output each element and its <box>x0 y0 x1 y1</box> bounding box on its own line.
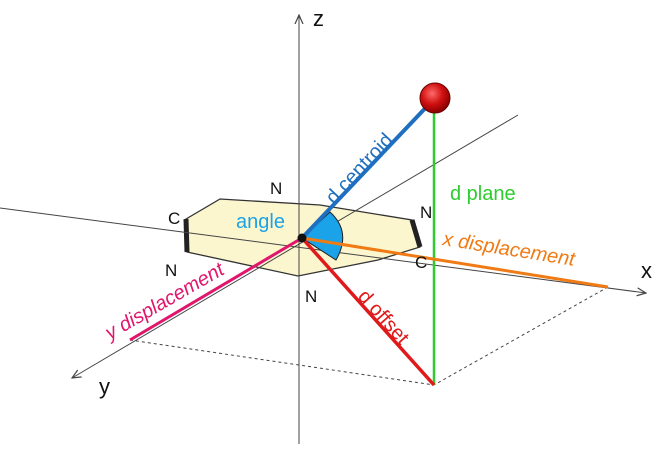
y-axis-label: y <box>99 374 110 399</box>
x-displacement-line <box>301 236 609 289</box>
ring-edge-right <box>409 219 423 248</box>
d-plane-label: d plane <box>450 183 516 205</box>
d-offset-line <box>300 236 436 387</box>
ring-centroid-dot <box>297 233 307 243</box>
ring-atom-c-left: C <box>168 209 180 228</box>
ring-atom-n-top: N <box>270 179 282 198</box>
z-axis-label: z <box>313 6 324 31</box>
y-displacement-line <box>129 236 303 342</box>
angle-label: angle <box>236 211 285 233</box>
y-axis <box>72 114 519 378</box>
x-axis-label: x <box>641 258 652 283</box>
d-offset-label: d offset <box>353 286 413 350</box>
ring-atom-n-left: N <box>165 261 177 280</box>
d-centroid-line <box>300 98 435 240</box>
ring-atom-c-right: C <box>415 253 427 272</box>
dashed-guide-y <box>129 339 435 386</box>
ring-atom-n-bottom: N <box>305 287 317 306</box>
angle-wedge <box>301 211 344 261</box>
d-centroid-label: d centroid <box>322 129 398 208</box>
atom-sphere <box>419 82 451 114</box>
dashed-guide-x <box>433 286 609 386</box>
ring-atom-n-right: N <box>420 203 432 222</box>
ring-edge-left <box>183 218 190 253</box>
